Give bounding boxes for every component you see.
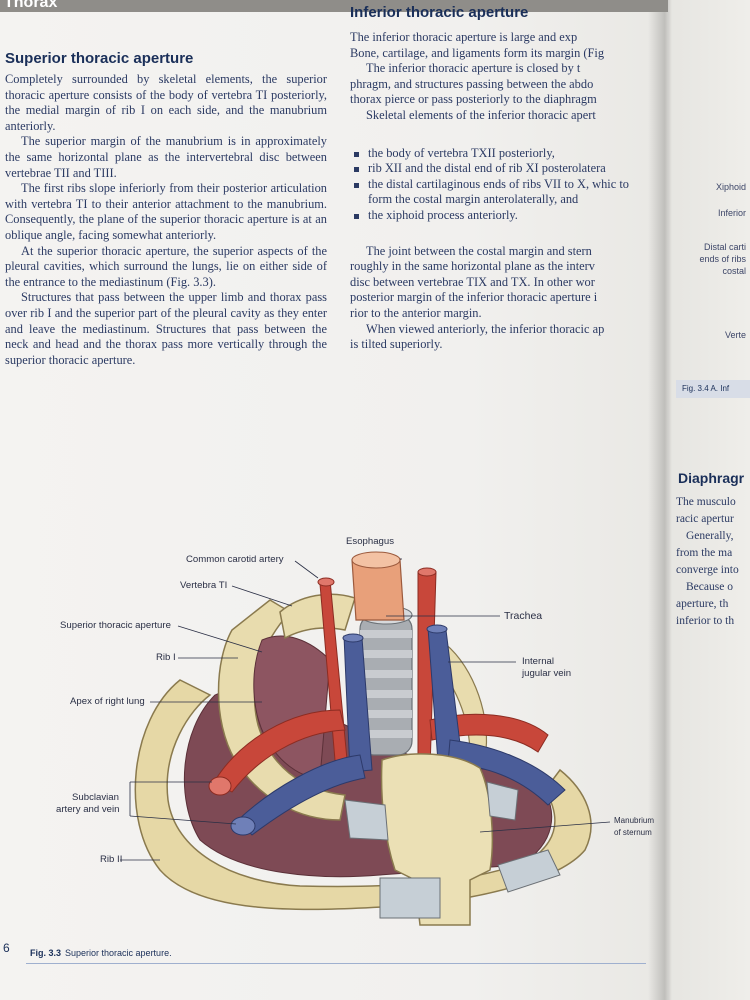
list-item: rib XII and the distal end of rib XI pos… (350, 161, 650, 177)
rib-ii-shape (134, 679, 592, 911)
next-page-line: The musculo (676, 496, 736, 508)
next-page-label: costal (722, 266, 746, 276)
label-rib-i: Rib I (156, 652, 176, 663)
skeletal-elements-list: the body of vertebra TXII posteriorly, r… (350, 146, 650, 224)
right-column: The inferior thoracic aperture is large … (350, 30, 650, 353)
next-page-line: aperture, th (676, 598, 729, 610)
caption-text: Superior thoracic aperture. (65, 948, 172, 958)
costal-cartilage (486, 781, 519, 821)
costal-cartilage (379, 877, 441, 919)
label-internal-jugular-2: jugular vein (522, 668, 572, 679)
page-number: 6 (3, 941, 10, 955)
paragraph-line: thorax pierce or pass posteriorly to the… (350, 92, 597, 107)
page-gutter (648, 0, 672, 1000)
label-rib-ii: Rib II (100, 854, 123, 865)
label-internal-jugular-1: Internal (522, 656, 554, 667)
esophagus-shape (351, 551, 405, 621)
paragraph-line: phragm, and structures passing between t… (350, 76, 594, 91)
label-subclavian-1: Subclavian (72, 792, 119, 803)
label-apex-lung: Apex of right lung (70, 696, 145, 707)
paragraph-line: disc between vertebrae TIX and TX. In ot… (350, 274, 595, 289)
section-bar (0, 0, 668, 12)
next-page-line: converge into (676, 564, 739, 576)
fig-ref-text: Fig. 3.4 A. Inf (682, 384, 730, 393)
next-page-label: ends of ribs (699, 254, 746, 264)
label-esophagus: Esophagus (346, 536, 395, 547)
costal-cartilage (344, 799, 389, 841)
leader-lines (120, 558, 611, 861)
label-trachea: Trachea (504, 610, 543, 622)
left-column: Completely surrounded by skeletal elemen… (5, 72, 327, 368)
paragraph-line: When viewed anteriorly, the inferior tho… (366, 321, 605, 336)
paragraph-line: is tilted superiorly. (350, 337, 443, 352)
heading-superior-aperture: Superior thoracic aperture (5, 50, 194, 67)
paragraph: Structures that pass between the upper l… (5, 290, 327, 367)
paragraph-line: rior to the anterior margin. (350, 305, 482, 320)
paragraph-line: The inferior thoracic aperture is closed… (366, 61, 581, 76)
paragraph: At the superior thoracic aperture, the s… (5, 243, 327, 289)
list-item: the distal cartilaginous ends of ribs VI… (350, 177, 650, 208)
next-page-line: Generally, (686, 530, 734, 542)
next-page-heading: Diaphragr (678, 470, 745, 486)
next-page-label: Verte (724, 330, 746, 340)
next-page-line: from the ma (676, 547, 733, 559)
vertebra-shape (279, 593, 356, 640)
paragraph-line: roughly in the same horizontal plane as … (350, 259, 595, 274)
heading-inferior-aperture: Inferior thoracic aperture (350, 4, 529, 21)
label-manubrium-2: of sternum (614, 828, 652, 837)
paragraph-line: The joint between the costal margin and … (366, 243, 592, 258)
paragraph-line: posterior margin of the inferior thoraci… (350, 290, 598, 305)
paragraph-line: The inferior thoracic aperture is large … (350, 30, 578, 44)
paragraph-line: Skeletal elements of the inferior thorac… (366, 107, 596, 122)
subclavian-vein-left (237, 754, 366, 836)
paragraph: The first ribs slope inferiorly from the… (5, 181, 327, 242)
caption-rule (26, 963, 646, 964)
label-vertebra-t1: Vertebra TI (180, 580, 228, 591)
label-subclavian-2: artery and vein (56, 804, 120, 815)
section-tag: Thorax (4, 0, 58, 11)
costal-cartilage (497, 849, 561, 893)
book-page-right (668, 0, 750, 1000)
next-page-label: Inferior (717, 208, 746, 218)
next-page-fig-caption: Fig. 3.4 A. Inf (676, 380, 750, 398)
paragraph: Completely surrounded by skeletal elemen… (5, 72, 327, 133)
right-subclavian-artery (429, 713, 549, 753)
label-superior-aperture: Superior thoracic aperture (60, 620, 171, 631)
next-page-line: Because o (686, 581, 733, 593)
next-page-label: Distal carti (703, 242, 746, 252)
list-item: the xiphoid process anteriorly. (350, 208, 650, 224)
next-page-line: racic apertur (676, 513, 734, 525)
paragraph: The superior margin of the manubrium is … (5, 134, 327, 180)
next-page-label: Xiphoid (715, 182, 746, 192)
paragraph-line: Bone, cartilage, and ligaments form its … (350, 45, 605, 60)
caption-number: Fig. 3.3 (30, 948, 62, 958)
next-page-line: inferior to th (676, 615, 735, 627)
label-common-carotid: Common carotid artery (186, 554, 284, 565)
label-manubrium-1: Manubrium (614, 816, 655, 825)
left-subclavian-artery (213, 709, 346, 793)
list-item: the body of vertebra TXII posteriorly, (350, 146, 650, 162)
thoracic-aperture-illustration (120, 551, 611, 926)
